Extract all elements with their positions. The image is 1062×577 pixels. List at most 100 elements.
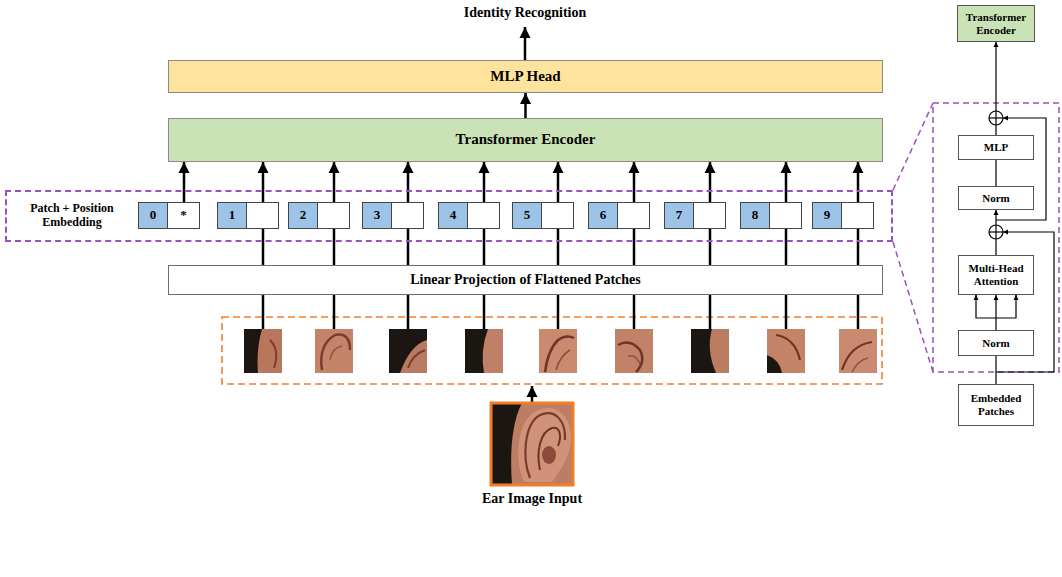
mlp-box: MLP: [958, 135, 1034, 160]
connector: [262, 162, 265, 202]
position-number: 1: [229, 208, 236, 223]
norm-box: Norm: [958, 186, 1034, 210]
box-label: Linear Projection of Flattened Patches: [410, 272, 640, 288]
position-number: 4: [450, 208, 457, 223]
embedded-patches-box: Embedded Patches: [958, 384, 1034, 426]
ear-patch: [465, 329, 503, 373]
ear-fold: [776, 335, 800, 360]
position-number: 3: [374, 208, 381, 223]
ear-patch: [767, 329, 805, 373]
connector: [857, 229, 860, 265]
patch-embedding-cell: [618, 202, 650, 229]
connector: [262, 229, 265, 265]
ear-patch: [539, 329, 577, 373]
attention-box: Multi-Head Attention: [958, 255, 1034, 295]
ear-patch: [839, 329, 877, 373]
position-number: 6: [600, 208, 607, 223]
box-label: Transformer Encoder: [456, 131, 596, 148]
encoder-detail-region: [933, 103, 1059, 372]
patch-embedding-cell: [770, 202, 802, 229]
ear-patch: [315, 329, 353, 373]
token-embedding: 0*: [138, 202, 200, 229]
patch-line: [633, 295, 636, 329]
position-index-cell: 0: [138, 202, 168, 229]
ear-fold: [321, 335, 350, 370]
connector: [407, 229, 410, 265]
box-label: Multi-Head Attention: [959, 262, 1033, 287]
position-index-cell: 4: [438, 202, 468, 229]
patch-line: [407, 295, 410, 329]
class-token-mark: *: [180, 208, 187, 223]
patch-embedding-cell: [247, 202, 279, 229]
position-index-cell: 3: [362, 202, 392, 229]
patch-embedding-cell: *: [168, 202, 200, 229]
connector: [995, 210, 996, 255]
patch-line: [262, 295, 265, 329]
mlp-head-box: MLP Head: [168, 60, 883, 93]
token-embedding: 5: [512, 202, 574, 229]
ear-shape: [518, 408, 571, 482]
patch-embedding-cell: [542, 202, 574, 229]
ear-fold: [545, 336, 574, 372]
position-number: 0: [150, 208, 157, 223]
projection-box: Linear Projection of Flattened Patches: [168, 265, 883, 295]
position-number: 2: [300, 208, 307, 223]
connector: [633, 229, 636, 265]
attention-branch-head: [975, 295, 976, 300]
patch-line: [785, 295, 788, 329]
position-index-cell: 8: [740, 202, 770, 229]
patch-line: [483, 295, 486, 329]
connector: [333, 229, 336, 265]
connector: [785, 162, 788, 202]
input-arrow: [531, 386, 534, 402]
position-index-cell: 9: [812, 202, 842, 229]
position-index-cell: 1: [217, 202, 247, 229]
connector: [524, 93, 527, 118]
connector: [995, 42, 996, 135]
ear-patch: [389, 329, 427, 373]
attention-branch-head: [1015, 295, 1016, 300]
ear-fold: [842, 342, 872, 370]
position-index-cell: 2: [288, 202, 318, 229]
box-label: Norm: [982, 337, 1010, 350]
ear-antihelix: [539, 428, 561, 470]
ear-fold: [852, 358, 868, 372]
patch-line: [857, 295, 860, 329]
zoom-line: [893, 242, 933, 372]
ear-fold: [408, 350, 425, 368]
position-number: 8: [752, 208, 759, 223]
patch-region: [222, 317, 882, 384]
box-label: Norm: [982, 192, 1010, 205]
encoder-box: Transformer Encoder: [168, 118, 883, 162]
skin-region: [483, 329, 503, 373]
patch-line: [333, 295, 336, 329]
ear-fold: [270, 340, 276, 368]
ear-concha: [542, 446, 556, 464]
norm-box: Norm: [958, 330, 1034, 356]
ear-fold: [628, 356, 640, 364]
box-label: Patch + Position Embedding: [11, 202, 133, 230]
token-embedding: 7: [664, 202, 726, 229]
position-index-cell: 7: [664, 202, 694, 229]
connector: [557, 229, 560, 265]
encoder-box: Transformer Encoder: [957, 5, 1035, 42]
ear-fold: [556, 350, 570, 370]
connector: [557, 162, 560, 202]
plain-label: Ear Image Input: [382, 491, 682, 508]
image-border: [491, 403, 573, 485]
connector: [407, 162, 410, 202]
token-embedding: 4: [438, 202, 500, 229]
zoom-line: [893, 103, 933, 190]
patch-embedding-cell: [392, 202, 424, 229]
connector: [183, 162, 186, 202]
position-number: 9: [824, 208, 831, 223]
skin-region: [710, 329, 729, 373]
connector: [995, 356, 996, 384]
hair-region: [244, 329, 262, 373]
embedding-region: Patch + Position Embedding0*123456789: [5, 190, 893, 242]
plain-label: Identity Recognition: [375, 5, 675, 22]
token-embedding: 8: [740, 202, 802, 229]
patch-embedding-cell: [842, 202, 874, 229]
token-embedding: 1: [217, 202, 279, 229]
